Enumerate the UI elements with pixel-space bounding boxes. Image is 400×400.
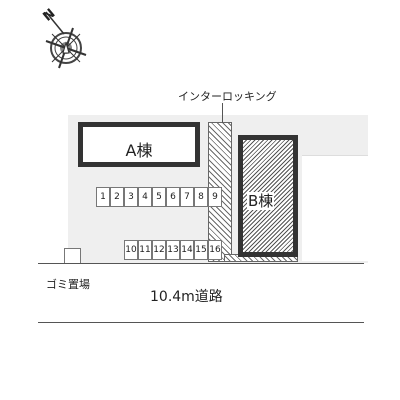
building-a-label: A棟 — [125, 141, 153, 160]
lot-notch — [302, 155, 368, 261]
parking-space: 2 — [110, 187, 124, 207]
parking-space: 15 — [194, 240, 208, 260]
interlocking-leader-line — [222, 103, 223, 123]
building-b: B棟 — [238, 135, 298, 257]
parking-space: 12 — [152, 240, 166, 260]
garbage-area — [64, 248, 81, 264]
building-b-label: B棟 — [247, 192, 275, 210]
parking-space: 1 — [96, 187, 110, 207]
parking-space: 13 — [166, 240, 180, 260]
parking-space: 14 — [180, 240, 194, 260]
parking-space: 4 — [138, 187, 152, 207]
lot-notch-edge — [302, 155, 368, 156]
road-label: 10.4m道路 — [150, 289, 223, 305]
compass-icon — [45, 11, 87, 69]
interlocking-label: インターロッキング — [178, 90, 277, 103]
garbage-label: ゴミ置場 — [46, 278, 90, 291]
parking-space: 8 — [194, 187, 208, 207]
parking-space: 3 — [124, 187, 138, 207]
road-edge-top — [38, 263, 364, 264]
building-a: A棟 — [78, 122, 200, 167]
parking-space: 5 — [152, 187, 166, 207]
north-arrow — [45, 11, 65, 35]
parking-space: 16 — [208, 240, 222, 260]
parking-space: 10 — [124, 240, 138, 260]
compass-rose — [45, 27, 87, 69]
parking-space: 6 — [166, 187, 180, 207]
road-edge-bottom — [38, 322, 364, 323]
parking-space: 7 — [180, 187, 194, 207]
parking-space: 9 — [208, 187, 222, 207]
parking-space: 11 — [138, 240, 152, 260]
